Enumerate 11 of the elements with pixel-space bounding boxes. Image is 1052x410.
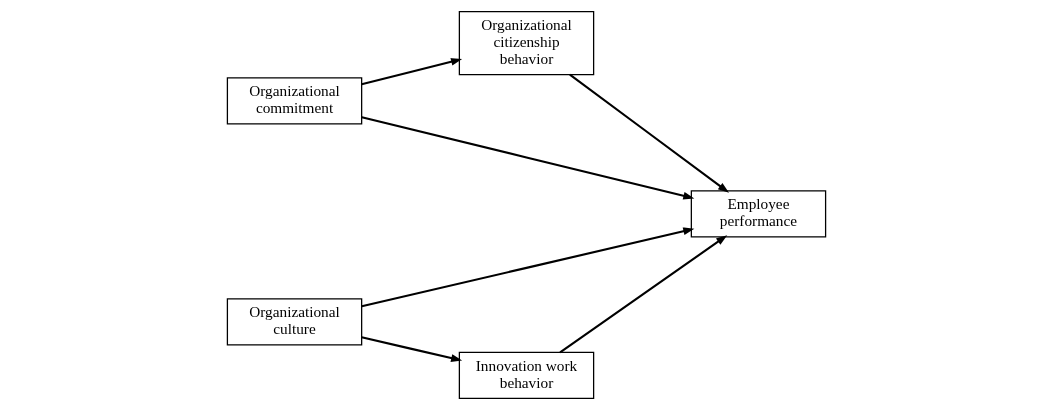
- arrow: [360, 336, 462, 362]
- arrow: [361, 116, 694, 200]
- arrow: [559, 235, 727, 354]
- node-box: Employee performance: [690, 190, 826, 238]
- arrow: [568, 73, 729, 193]
- arrow: [360, 58, 462, 86]
- node-box: Organizational citizenship behavior: [458, 11, 594, 76]
- node-box: Organizational culture: [226, 298, 362, 346]
- arrow: [361, 227, 694, 308]
- node-box: Innovation work behavior: [458, 351, 594, 399]
- node-box: Organizational commitment: [226, 77, 362, 125]
